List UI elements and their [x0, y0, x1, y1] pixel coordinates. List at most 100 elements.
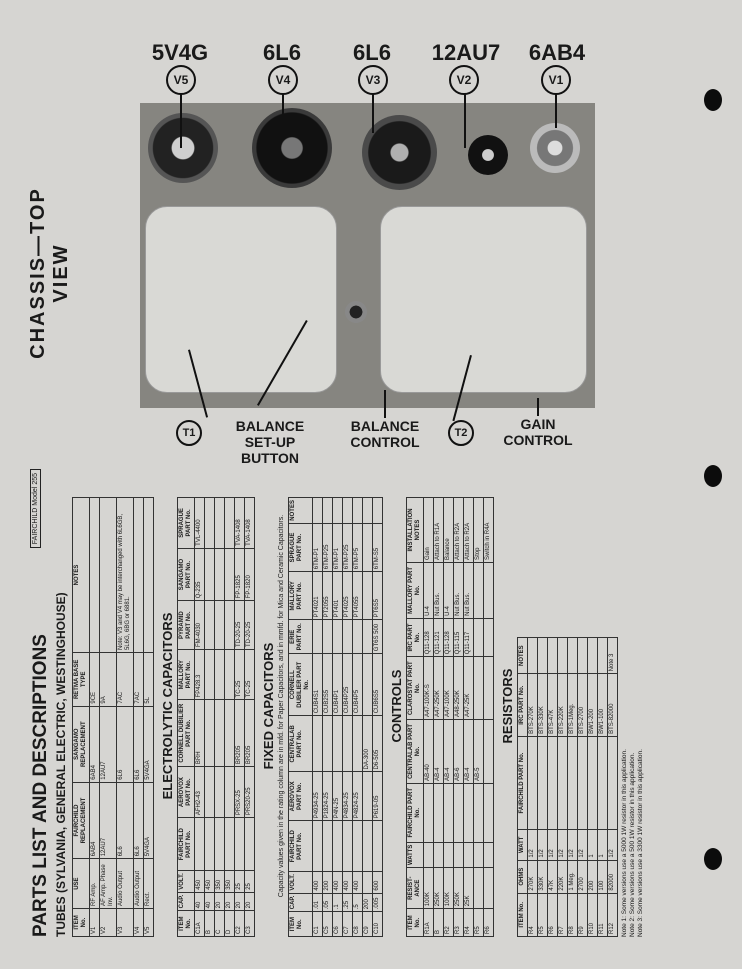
table-cell: Rect.	[143, 858, 154, 909]
table-cell	[143, 497, 154, 653]
table-cell: TC-25	[234, 649, 245, 700]
table-cell: 350	[214, 870, 225, 893]
table-cell: TVL-4400	[194, 497, 205, 549]
table-cell: 200	[362, 893, 373, 912]
table-cell: 20	[234, 892, 245, 911]
table-cell	[423, 783, 434, 843]
table-cell: BTS-47K	[547, 673, 558, 737]
table-cell	[433, 783, 444, 843]
table-cell: FM-4030	[194, 600, 205, 650]
table-header-cell: MALLORY PART No.	[406, 562, 424, 619]
table-header-cell: FAIRCHILD PART No.	[406, 783, 424, 843]
table-cell: C3	[244, 910, 255, 937]
table-cell: P4N-25	[332, 771, 343, 821]
table-cell: 20	[214, 892, 225, 911]
table-cell: 450	[204, 870, 215, 893]
table-cell: P4834-25	[342, 771, 353, 821]
table-cell	[473, 867, 484, 909]
table-cell: .25	[342, 893, 353, 912]
table-cell: A47-100K-S	[423, 656, 434, 720]
table-cell	[362, 619, 373, 654]
table-cell	[133, 497, 144, 653]
table-cell	[194, 817, 205, 871]
table-cell	[547, 736, 558, 830]
table-cell	[342, 619, 353, 654]
table-cell: Q11-121	[433, 618, 444, 657]
balance-setup-callout: BALANCE SET-UP BUTTON	[235, 418, 305, 466]
table-cell: C10	[372, 911, 383, 937]
table-cell: C2	[234, 910, 245, 937]
footnote: Note 2: Some versions use a 500 1W resis…	[629, 752, 636, 937]
tube-type-label: 6L6	[353, 40, 391, 65]
table-header-cell: WATT	[517, 829, 528, 861]
table-cell: Stop	[473, 497, 484, 563]
table-cell: 9CE	[89, 652, 100, 707]
table-cell: TC-25	[244, 649, 255, 700]
table-cell: 6L6	[116, 782, 134, 859]
table-cell	[597, 736, 608, 830]
table-header-cell: IRC PART No.	[517, 673, 528, 737]
tubes-heading: TUBES (SYLVANIA, GENERAL ELECTRIC, WESTI…	[54, 592, 68, 937]
table-cell: PT4025	[342, 571, 353, 620]
table-cell: V2	[99, 908, 117, 937]
table-cell	[214, 699, 225, 767]
table-cell	[537, 736, 548, 830]
table-cell: 1/2	[527, 829, 538, 861]
rf-tube-image	[530, 123, 580, 173]
table-cell: 9A	[99, 652, 117, 707]
table-cell	[352, 619, 363, 654]
table-cell	[322, 820, 333, 872]
table-cell	[204, 548, 215, 601]
table-cell	[224, 699, 235, 767]
table-cell: C1A	[194, 910, 205, 937]
table-cell	[537, 637, 548, 674]
table-cell: Nut Bus.	[433, 562, 444, 619]
tube-ref-circle: V3	[358, 65, 388, 95]
table-cell: R4	[463, 908, 474, 937]
table-cell: A47-250K	[433, 656, 444, 720]
table-cell: Nut Bus.	[453, 562, 464, 619]
table-cell	[214, 817, 225, 871]
table-header-cell: ITEM No.	[72, 908, 90, 937]
table-cell: U-4	[423, 562, 434, 619]
table-cell: PRS20-25	[244, 766, 255, 818]
table-cell: Attach to R2A	[463, 497, 474, 563]
table-cell	[332, 497, 343, 524]
table-cell	[322, 497, 333, 524]
table-cell: B	[204, 910, 215, 937]
table-cell: 6L6	[133, 706, 144, 783]
table-cell	[577, 637, 588, 674]
tube-type-label: 12AU7	[431, 40, 501, 65]
table-cell	[372, 497, 383, 524]
transformer-t1-image	[145, 206, 337, 393]
table-cell: Nut Bus.	[463, 562, 474, 619]
table-cell: 40	[204, 892, 215, 911]
gain-control-callout: GAIN CONTROL	[503, 416, 573, 448]
output-tube-image	[252, 108, 332, 188]
table-cell: Switch in R4A	[483, 497, 494, 563]
table-header-cell: NOTES	[288, 497, 313, 524]
table-cell	[214, 766, 225, 818]
table-cell	[443, 783, 454, 843]
table-cell	[99, 497, 117, 653]
preamp-tube-image	[468, 135, 508, 175]
table-cell	[362, 497, 373, 524]
table-cell: TD-20-25	[244, 600, 255, 650]
table-header-cell: IRC PART No.	[406, 618, 424, 657]
table-cell: C6	[332, 911, 343, 937]
table-cell: PT6S5	[372, 571, 383, 620]
table-header-cell: AEROVOX PART No.	[177, 766, 195, 818]
table-cell	[473, 842, 484, 868]
leader-line	[372, 93, 374, 133]
